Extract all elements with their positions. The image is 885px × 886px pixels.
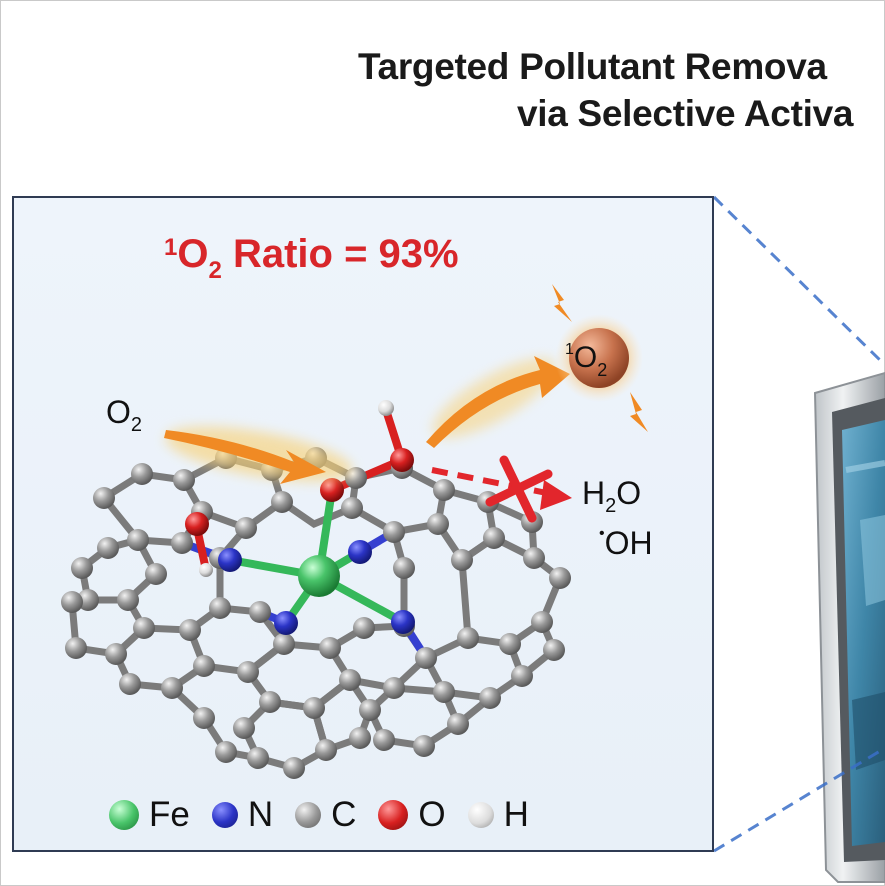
hydroxyl-radical-label: •OH bbox=[599, 525, 653, 561]
mechanism-panel: 1O2 Ratio = 93% bbox=[12, 196, 714, 852]
figure-title-line-2: via Selective Activa bbox=[517, 93, 854, 134]
o2-incoming-arrow bbox=[164, 430, 326, 484]
legend-label-n: N bbox=[247, 795, 274, 834]
white-sphere-icon bbox=[467, 802, 494, 828]
oxygen-atom-edge bbox=[185, 512, 209, 536]
lightning-icon-top bbox=[552, 284, 572, 322]
green-sphere-icon bbox=[109, 800, 139, 830]
zoom-dashed-line-top bbox=[712, 195, 885, 367]
water-label: H2O bbox=[582, 475, 642, 517]
o2-reactant-label: O2 bbox=[106, 394, 143, 436]
oxygen-atom-adsorbed bbox=[320, 478, 344, 502]
legend-label-c: C bbox=[331, 795, 357, 834]
blocked-pathway-arrow bbox=[431, 467, 553, 497]
carbon-atoms bbox=[61, 447, 571, 779]
glass-reactor bbox=[813, 371, 885, 883]
lightning-icon-bottom bbox=[630, 392, 648, 432]
legend-label-fe: Fe bbox=[149, 795, 190, 834]
element-legend: Fe N C O H bbox=[109, 793, 551, 837]
legend-item-c: C bbox=[295, 795, 356, 835]
figure-title-line-1: Targeted Pollutant Remova bbox=[358, 46, 827, 87]
legend-item-n: N bbox=[211, 795, 274, 835]
red-sphere-icon bbox=[378, 800, 409, 830]
molecular-scene bbox=[61, 284, 648, 779]
iron-atom bbox=[298, 555, 340, 597]
hydrogen-atom-edge bbox=[199, 563, 213, 577]
blue-sphere-icon bbox=[211, 802, 238, 828]
legend-item-h: H bbox=[467, 795, 529, 835]
nitrogen-atoms bbox=[218, 540, 415, 635]
singlet-oxygen-sphere bbox=[569, 328, 629, 388]
cross-mark-icon-2 bbox=[485, 469, 553, 507]
singlet-oxygen-arrow bbox=[426, 356, 570, 448]
singlet-oxygen-label: 1O2 bbox=[565, 341, 608, 380]
zoom-dashed-line-bottom bbox=[713, 746, 885, 853]
blocked-arrowhead bbox=[540, 480, 572, 510]
legend-item-fe: Fe bbox=[109, 795, 190, 835]
singlet-oxygen-ratio: 1O2 Ratio = 93% bbox=[164, 232, 459, 284]
oxygen-atom-hydroxyl bbox=[390, 448, 414, 472]
hydrogen-atom-hydroxyl bbox=[378, 400, 394, 416]
gray-sphere-icon bbox=[295, 802, 322, 828]
legend-label-h: H bbox=[503, 795, 529, 834]
legend-label-o: O bbox=[418, 795, 446, 834]
legend-item-o: O bbox=[378, 795, 446, 835]
